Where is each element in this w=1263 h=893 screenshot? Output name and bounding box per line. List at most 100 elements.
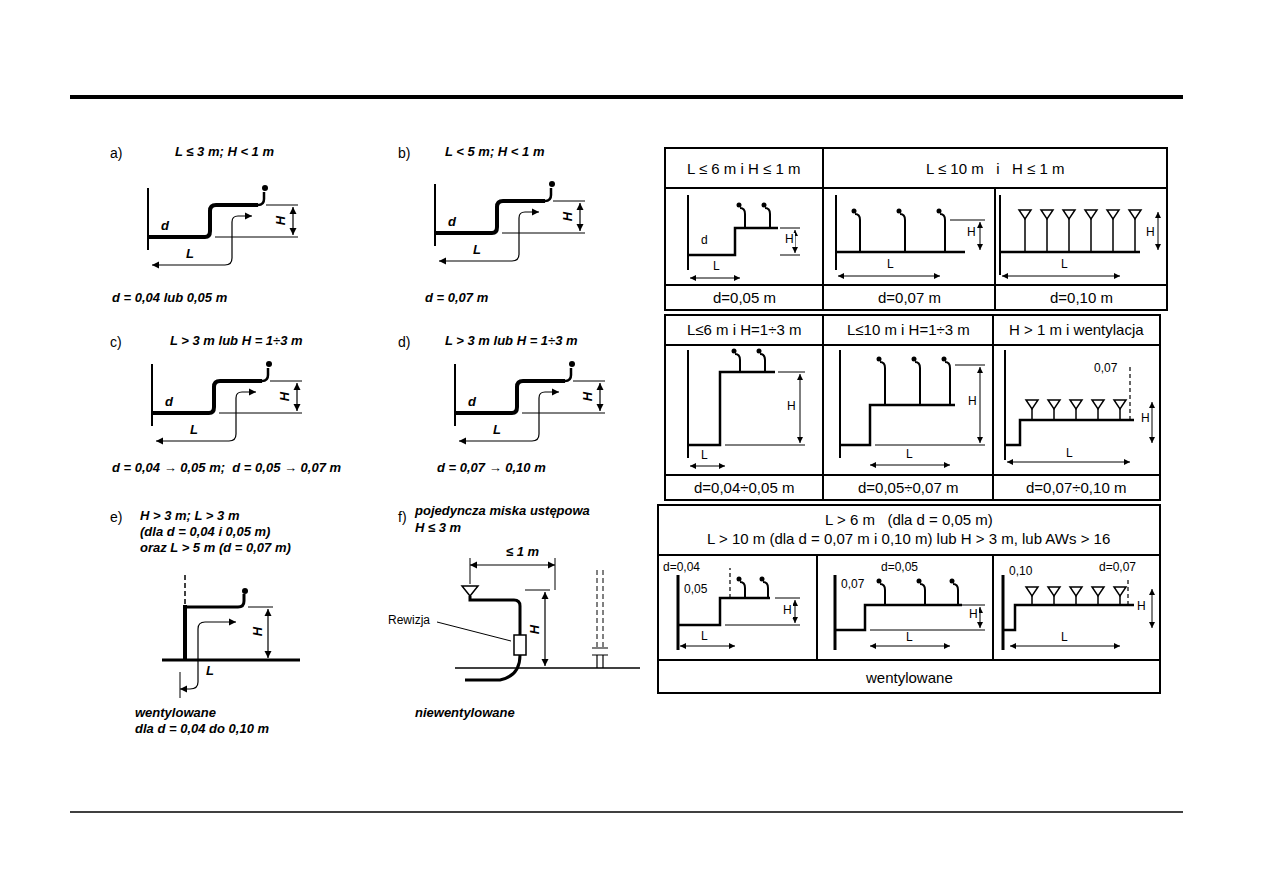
table-figures (1119, 409, 1121, 420)
condition-text: niewentylowane (415, 706, 515, 721)
pipe-figure-f (462, 586, 478, 596)
dimension-label: L (1065, 447, 1074, 461)
panel-letter: f) (398, 509, 407, 525)
table-figures (1119, 596, 1121, 605)
table-cell: L > 10 m (dla d = 0,07 m i 0,10 m) lub H… (707, 530, 1110, 547)
table-figures (835, 195, 837, 270)
table-figures (859, 220, 861, 252)
table-frames (658, 148, 1167, 693)
table-figures (1048, 400, 1060, 409)
condition-text: L < 5 m; H < 1 m (445, 145, 544, 160)
table-figures (1026, 400, 1038, 409)
table-figures (762, 203, 771, 215)
table-frames (665, 148, 1167, 310)
table-figures (1053, 596, 1055, 605)
pipe-figure-e (267, 609, 268, 658)
table-figures (980, 367, 981, 443)
pipe-figure-e (242, 588, 248, 594)
dimension-label: d=0,05 (880, 561, 919, 575)
table-figures (1031, 409, 1033, 420)
table-figures (877, 357, 886, 369)
dimension-letter: L (205, 664, 215, 679)
table-cell: wentylowane (866, 669, 953, 686)
table-figures (870, 646, 950, 647)
table-cell: H > 1 m i wentylacja (1009, 321, 1144, 338)
table-figures (1002, 575, 1005, 650)
pipe-figure-e (162, 575, 300, 698)
condition-text: L ≤ 3 m; H < 1 m (175, 145, 274, 160)
table-figures (769, 214, 771, 228)
table-figures (839, 350, 841, 458)
table-figures (1097, 409, 1099, 420)
table-figures (1134, 219, 1136, 252)
table-figures (729, 568, 730, 598)
table-figures (744, 588, 746, 598)
dimension-label: H (782, 604, 793, 618)
dimension-label: d (700, 234, 709, 248)
table-frames (822, 315, 824, 500)
table-cell: d=0,10 m (1050, 289, 1113, 306)
condition-text: pojedyncza miska ustępowa (415, 504, 590, 519)
table-frames (658, 505, 1160, 693)
table-figures (877, 579, 886, 591)
dimension-label: L (905, 448, 914, 462)
dimension-label: H (1136, 600, 1147, 614)
table-figures (942, 357, 951, 369)
pipe-figure-f (525, 590, 550, 591)
table-figures (678, 598, 770, 625)
table-figures (732, 349, 741, 361)
table-figures (1041, 210, 1053, 219)
table-figures (687, 195, 689, 270)
condition-text: d = 0,04 → 0,05 m; d = 0,05 → 0,07 m (112, 461, 341, 476)
table-figures (739, 360, 741, 372)
table-frames (665, 187, 1167, 189)
pipe-figure-e (180, 672, 181, 698)
page-rules (70, 95, 1183, 99)
condition-text: d = 0,07 → 0,10 m (437, 461, 546, 476)
table-figures (1129, 210, 1141, 219)
dimension-label: H (1140, 412, 1151, 426)
pipe-figure-f (514, 635, 526, 655)
table-figures (835, 605, 962, 630)
table-figures (744, 214, 746, 228)
dimension-label: L (1060, 631, 1069, 645)
table-figures (999, 195, 1001, 275)
dimension-letter: H (278, 391, 293, 402)
table-figures (688, 372, 775, 445)
table-cell: d=0,04÷0,05 m (694, 479, 794, 496)
table-figures (760, 577, 769, 589)
table-figures (775, 598, 800, 599)
dimension-label: H (1145, 226, 1156, 240)
table-figures (870, 630, 985, 631)
dimension-label: 0,07 (840, 578, 865, 592)
table-figures (680, 646, 735, 647)
pipe-figure-f (437, 622, 511, 641)
pipe-figure-f (597, 570, 598, 648)
table-figures (937, 209, 946, 221)
table-figures (870, 465, 950, 466)
table-figures (1010, 646, 1120, 647)
table-figures (1085, 210, 1097, 219)
dimension-label: L (905, 631, 914, 645)
pipe-figure-e (248, 607, 273, 608)
dimension-label: d=0,04 (662, 561, 701, 575)
condition-text: d = 0,07 m (425, 291, 488, 306)
table-figures (780, 255, 800, 256)
table-figures (795, 600, 796, 623)
table-frames (658, 659, 1160, 661)
part-name: Rewizja (388, 614, 430, 628)
pipe-figures-abcd (152, 361, 302, 441)
table-figures (1092, 400, 1104, 409)
dimension-letter: d (164, 395, 174, 410)
pipe-figure-e (183, 605, 187, 660)
table-figures (1075, 596, 1077, 605)
table-figures (980, 222, 981, 250)
panel-letter: a) (110, 145, 122, 161)
pipe-figure-e (162, 659, 300, 662)
condition-text: L > 3 m lub H = 1÷3 m (445, 334, 578, 349)
table-cell: L ≤ 10 m i H ≤ 1 m (926, 160, 1064, 177)
table-figures (949, 368, 951, 405)
table-figures (1002, 276, 1120, 277)
table-figures (1005, 420, 1134, 445)
dimension-letter: d (467, 395, 477, 410)
